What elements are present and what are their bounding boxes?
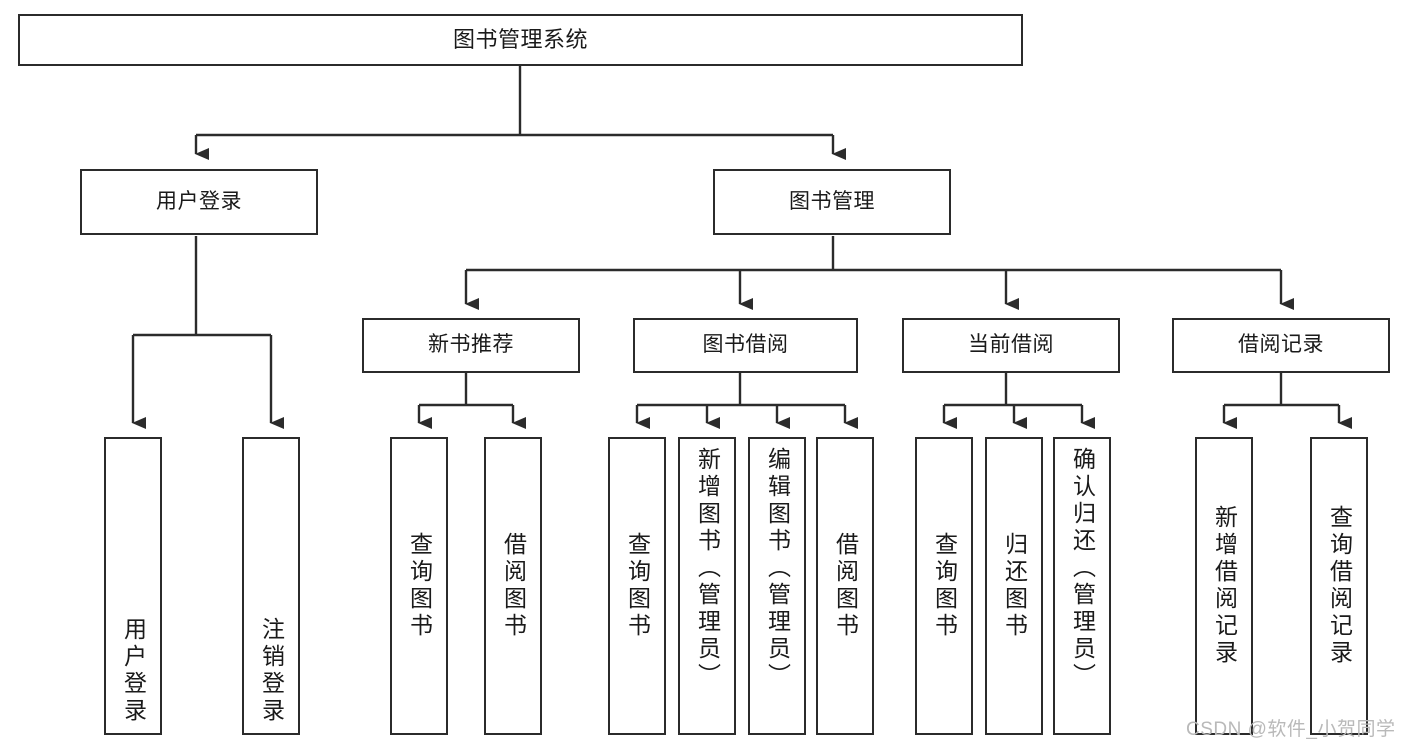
leaf-borrow-record-add-record[interactable]: 新增借阅记录 <box>1195 437 1253 735</box>
node-label: 当前借阅 <box>968 333 1054 357</box>
node-new-book-recommend[interactable]: 新书推荐 <box>362 318 580 373</box>
node-label: 查询图书 <box>624 532 651 640</box>
node-label: 编辑图书（管理员） <box>764 447 791 690</box>
node-label: 查询图书 <box>406 532 433 640</box>
node-label: 用户登录 <box>156 189 242 213</box>
node-label: 新增图书（管理员） <box>694 447 721 690</box>
node-label: 借阅图书 <box>832 532 859 640</box>
leaf-new-book-query-books[interactable]: 查询图书 <box>390 437 448 735</box>
node-book-borrow[interactable]: 图书借阅 <box>633 318 858 373</box>
node-label: 注销登录 <box>258 617 285 725</box>
leaf-user-login-signout[interactable]: 注销登录 <box>242 437 300 735</box>
node-user-login[interactable]: 用户登录 <box>80 169 318 235</box>
leaf-book-borrow-query-books[interactable]: 查询图书 <box>608 437 666 735</box>
node-label: 归还图书 <box>1001 532 1028 640</box>
node-label: 图书借阅 <box>702 333 789 357</box>
node-label: 用户登录 <box>120 617 147 725</box>
leaf-current-borrow-confirm-return-admin[interactable]: 确认归还（管理员） <box>1053 437 1111 735</box>
leaf-user-login-signin[interactable]: 用户登录 <box>104 437 162 735</box>
node-label: 图书管理 <box>789 189 875 213</box>
node-current-borrow[interactable]: 当前借阅 <box>902 318 1120 373</box>
leaf-new-book-borrow-books[interactable]: 借阅图书 <box>484 437 542 735</box>
leaf-current-borrow-return-books[interactable]: 归还图书 <box>985 437 1043 735</box>
leaf-borrow-record-query-record[interactable]: 查询借阅记录 <box>1310 437 1368 735</box>
node-label: 确认归还（管理员） <box>1069 447 1096 690</box>
node-label: 查询借阅记录 <box>1326 505 1353 667</box>
node-label: 新书推荐 <box>428 333 514 357</box>
node-root-book-management-system[interactable]: 图书管理系统 <box>18 14 1023 66</box>
leaf-current-borrow-query-books[interactable]: 查询图书 <box>915 437 973 735</box>
node-label: 借阅记录 <box>1238 333 1324 357</box>
node-book-management[interactable]: 图书管理 <box>713 169 951 235</box>
leaf-book-borrow-add-book-admin[interactable]: 新增图书（管理员） <box>678 437 736 735</box>
leaf-book-borrow-borrow-books[interactable]: 借阅图书 <box>816 437 874 735</box>
node-label: 新增借阅记录 <box>1211 505 1238 667</box>
leaf-book-borrow-edit-book-admin[interactable]: 编辑图书（管理员） <box>748 437 806 735</box>
node-borrow-record[interactable]: 借阅记录 <box>1172 318 1390 373</box>
node-label: 图书管理系统 <box>452 27 588 53</box>
node-label: 借阅图书 <box>500 532 527 640</box>
node-label: 查询图书 <box>931 532 958 640</box>
